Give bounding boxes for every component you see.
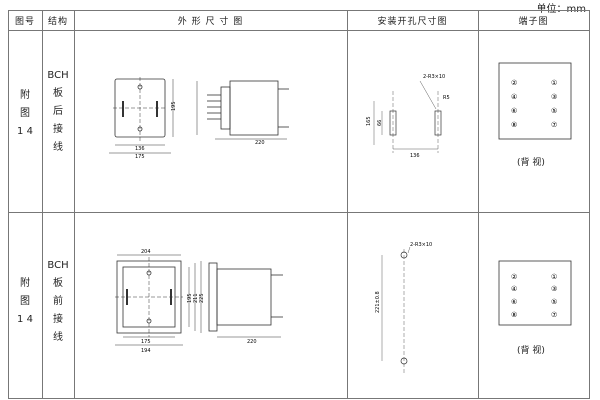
header-figure-no: 图号 [14, 16, 35, 27]
r2-t4: ③ [551, 285, 557, 293]
r1-t4: ③ [551, 93, 557, 101]
row2-outline-drawing: 204 175 194 195 211 225 220 [115, 249, 283, 354]
r1-t1: ② [511, 79, 517, 87]
r1-m-h1: 165 [366, 116, 372, 126]
r2-t2: ① [551, 273, 557, 281]
row2-terminal-diagram: ② ① ④ ③ ⑥ ⑤ ⑧ ⑦ [498, 260, 572, 326]
r2-w1: 175 [141, 339, 151, 345]
r2-t1: ② [511, 273, 517, 281]
r1-w1: 136 [135, 146, 145, 152]
r1-w2: 175 [135, 154, 145, 160]
row1-back-view: (背 视) [517, 158, 545, 168]
r2-w3: 220 [247, 339, 257, 345]
r2-t5: ⑥ [511, 298, 517, 306]
r1-r5: R5 [443, 95, 450, 101]
r2-h1: 195 [187, 293, 193, 303]
r1-spec: 2-R3×10 [423, 74, 445, 80]
r1-m-h2: 66 [377, 120, 383, 126]
unit-label: 单位：mm [537, 0, 586, 15]
header-mounting: 安装开孔尺寸图 [377, 16, 448, 27]
r2-m-h: 221±0.8 [375, 291, 381, 313]
r1-t7: ⑧ [511, 121, 517, 129]
row2-back-view: (背 视) [517, 346, 545, 356]
r1-t5: ⑥ [511, 107, 517, 115]
r2-w0: 204 [141, 249, 151, 255]
r2-t8: ⑦ [551, 311, 557, 319]
r1-t6: ⑤ [551, 107, 557, 115]
r1-w3: 220 [255, 140, 265, 146]
row1-mounting-drawing: 2-R3×10 R5 165 66 136 [366, 74, 450, 159]
header-terminal: 端子图 [518, 16, 549, 27]
header-outline: 外 形 尺 寸 图 [177, 16, 244, 27]
row1-terminal-diagram: ② ① ④ ③ ⑥ ⑤ ⑧ ⑦ [498, 62, 572, 140]
r2-spec: 2-R3×10 [410, 242, 432, 248]
r2-w2: 194 [141, 348, 151, 354]
r1-h1: 195 [171, 101, 177, 111]
r1-t2: ① [551, 79, 557, 87]
r2-t7: ⑧ [511, 311, 517, 319]
r2-h3: 225 [199, 293, 205, 303]
r1-t8: ⑦ [551, 121, 557, 129]
r2-t6: ⑤ [551, 298, 557, 306]
row1-outline-drawing: 136 175 195 220 [109, 77, 289, 160]
header-structure: 结构 [47, 16, 68, 27]
r1-m-w: 136 [410, 153, 420, 159]
r1-t3: ④ [511, 93, 517, 101]
r2-h2: 211 [193, 293, 199, 303]
row2-mounting-drawing: 2-R3×10 221±0.8 [375, 242, 432, 373]
r2-t3: ④ [511, 285, 517, 293]
